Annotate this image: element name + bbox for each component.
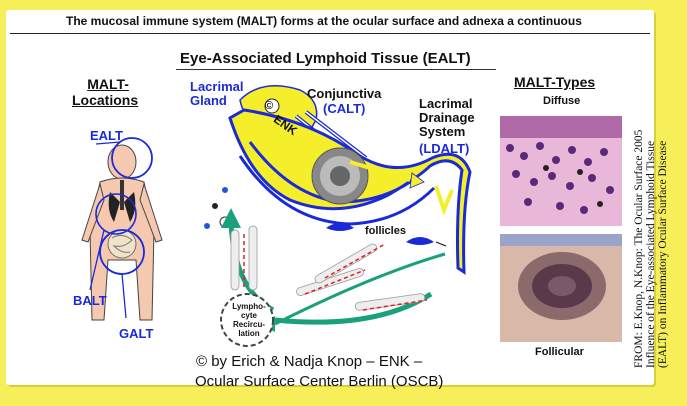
copyright-symbol: ©	[265, 100, 274, 112]
ealt-title-box	[176, 47, 496, 70]
ealt-circle	[111, 137, 153, 179]
citation-line2: Influence of the Eye-associated Lymphoid…	[645, 141, 657, 368]
follicles-label: follicles	[365, 225, 406, 237]
follicular-histology-image	[500, 234, 622, 342]
ldalt-label: (LDALT)	[419, 141, 470, 156]
follicular-label: Follicular	[535, 346, 584, 358]
malt-locations-title: MALT- Locations	[72, 76, 138, 108]
ealt-label: EALT	[90, 128, 123, 143]
body-figure	[81, 137, 163, 321]
header-text: The mucosal immune system (MALT) forms a…	[66, 14, 582, 28]
footer-center: Ocular Surface Center Berlin (OSCB)	[195, 373, 444, 390]
citation: FROM: E.Knop, N.Knop: The Ocular Surface…	[630, 56, 687, 368]
lacrimal-gland-label: Lacrimal Gland	[190, 79, 244, 108]
malt-locations-line2: Locations	[72, 92, 139, 108]
follicle-2	[406, 237, 434, 245]
recirculation-diagram	[203, 186, 446, 347]
follicle-1	[326, 223, 354, 231]
calt-label: (CALT)	[323, 101, 366, 116]
balt-label: BALT	[73, 293, 107, 308]
recirculation-circle	[220, 293, 274, 347]
citation-line3: (EALT) on Inflammatory Ocular Surface Di…	[657, 141, 669, 368]
balt-circle	[95, 193, 137, 235]
citation-line1: FROM: E.Knop, N.Knop: The Ocular Surface…	[633, 129, 645, 368]
malt-types-title: MALT-Types	[514, 74, 596, 90]
eye-lacrimal-diagram	[228, 85, 472, 275]
footer-copyright: © by Erich & Nadja Knop – ENK –	[196, 353, 423, 370]
recirculation-label: Lympho- cyte Recircu- lation	[232, 302, 266, 338]
conjunctiva-label: Conjunctiva	[307, 86, 382, 101]
diffuse-label: Diffuse	[543, 95, 581, 107]
header-divider	[10, 33, 650, 34]
diffuse-histology-image	[500, 116, 622, 226]
drainage-label: Lacrimal Drainage System	[419, 96, 475, 139]
malt-locations-line1: MALT-	[87, 76, 129, 92]
ealt-title: Eye-Associated Lymphoid Tissue (EALT)	[180, 50, 471, 67]
galt-label: GALT	[119, 326, 154, 341]
